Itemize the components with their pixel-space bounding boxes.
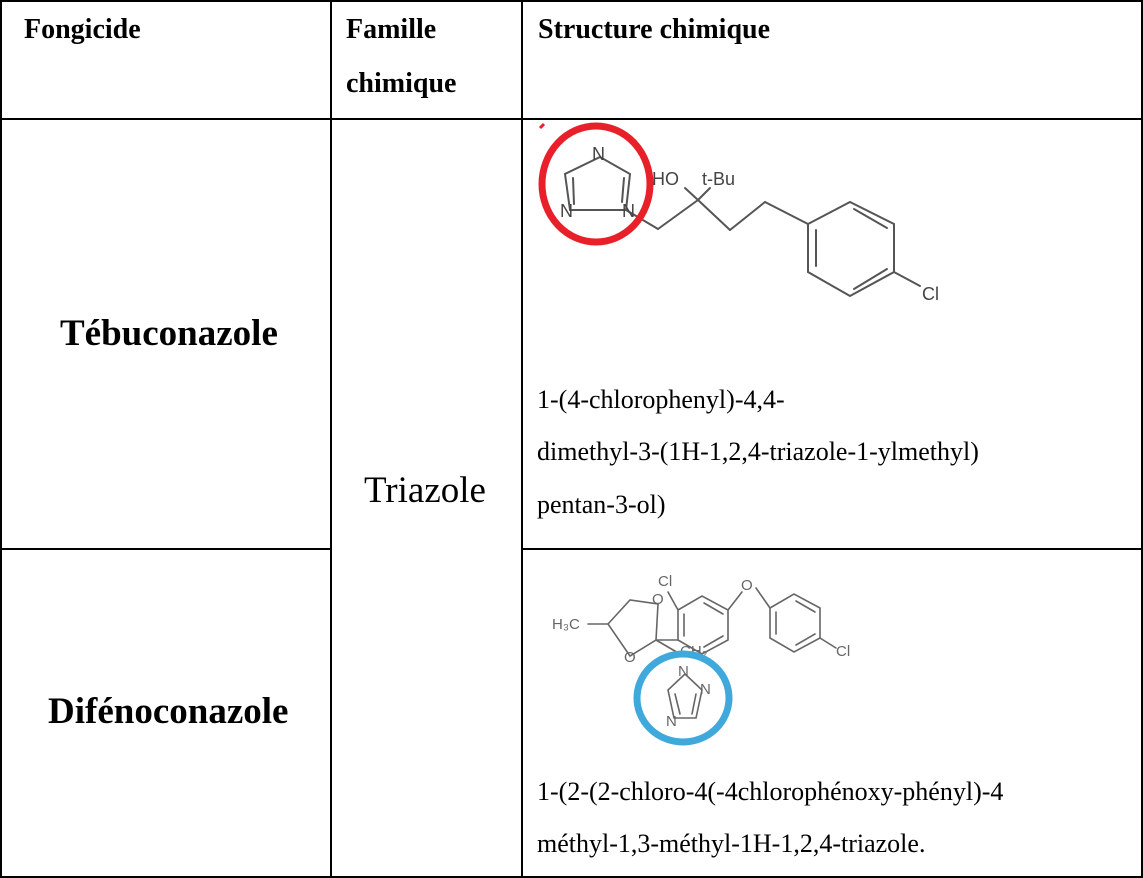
dif-n1-label: N: [678, 663, 689, 680]
dif-o2-label: O: [624, 649, 636, 666]
col-divider-1: [330, 0, 332, 878]
header-famille-line2: chimique: [346, 68, 457, 99]
tebu-n-left: N: [560, 201, 573, 221]
tebu-triazole-highlight: [538, 122, 654, 246]
row-1-iupac-line-3: pentan-3-ol): [537, 490, 666, 519]
dif-cl1-label: Cl: [658, 573, 672, 590]
tebu-n-top: N: [592, 144, 605, 164]
dif-n2-label: N: [700, 681, 711, 698]
dif-cl2-label: Cl: [836, 643, 850, 660]
tebu-cl-label: Cl: [922, 284, 939, 304]
difeno-triazole-highlight: [633, 650, 733, 746]
header-structure: Structure chimique: [538, 14, 771, 45]
tebu-ho-label: HO: [652, 169, 679, 189]
tebuconazole-structure: N N N HO t-Bu Cl: [538, 122, 939, 304]
dif-h3c-label: H₃C: [552, 616, 580, 633]
header-divider: [0, 118, 1143, 120]
border-left: [0, 0, 2, 878]
row-2-iupac-line-2: méthyl-1,3-méthyl-1H-1,2,4-triazole.: [537, 829, 926, 858]
row-divider-col3: [521, 548, 1143, 550]
difenoconazole-structure: Cl O Cl H₃C O O CH₂ N N N: [552, 573, 850, 746]
row-2-name: Difénoconazole: [48, 691, 289, 732]
border-right: [1141, 0, 1143, 878]
tebu-tbu-label: t-Bu: [702, 169, 735, 189]
col-divider-2: [521, 0, 523, 878]
row-2-iupac-line-1: 1-(2-(2-chloro-4(-4chlorophénoxy-phényl)…: [537, 777, 1004, 806]
tebu-n-right: N: [622, 201, 635, 221]
row-1-iupac-line-1: 1-(4-chlorophenyl)-4,4-: [537, 385, 785, 414]
header-famille-line1: Famille: [346, 14, 437, 45]
row-1-name: Tébuconazole: [60, 313, 278, 354]
dif-o-ether-label: O: [741, 577, 753, 594]
border-top: [0, 0, 1143, 2]
header-fongicide: Fongicide: [24, 14, 141, 45]
dif-n3-label: N: [666, 713, 677, 730]
row-1-iupac-line-2: dimethyl-3-(1H-1,2,4-triazole-1-ylmethyl…: [537, 437, 979, 466]
dif-o1-label: O: [652, 591, 664, 608]
family-cell: Triazole: [364, 470, 486, 511]
row-divider-col1: [0, 548, 332, 550]
border-bottom: [0, 876, 1143, 878]
